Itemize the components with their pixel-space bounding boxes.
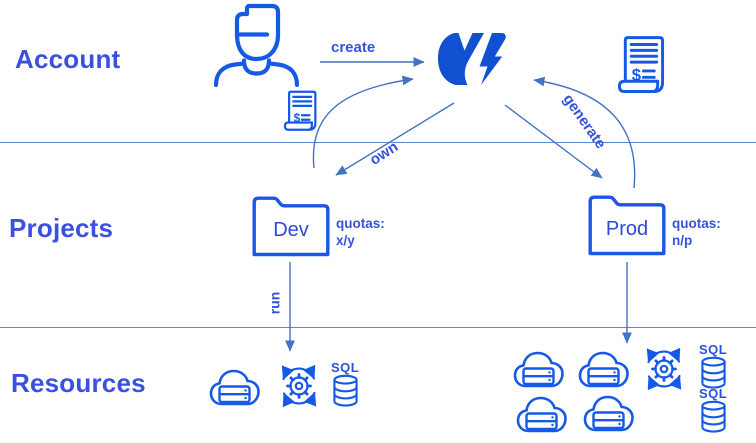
- sql-label: SQL: [331, 360, 360, 375]
- database-cylinder-icon: [700, 356, 726, 389]
- quotas-value-prod: n/p: [672, 233, 693, 248]
- database-cylinder-icon: [332, 374, 358, 407]
- sql-database-icon: SQL: [699, 342, 728, 389]
- brand-logo-icon: [438, 33, 506, 85]
- band-label-account: Account: [15, 44, 121, 74]
- run-label: run: [266, 291, 283, 315]
- quotas-prod: quotas: n/p: [672, 215, 721, 249]
- sql-database-icon: SQL: [331, 360, 360, 407]
- invoice-icon-prod: $: [617, 36, 665, 93]
- cloud-server-icon: [513, 351, 564, 388]
- project-name-dev: Dev: [273, 218, 309, 241]
- band-divider-account-projects: [0, 142, 756, 143]
- project-name-prod: Prod: [605, 217, 649, 240]
- cloud-server-icon: [516, 396, 567, 433]
- sql-database-icon: SQL: [699, 386, 728, 433]
- gear-cycle-icon: [641, 346, 687, 392]
- project-folder-prod: Prod: [588, 195, 666, 257]
- band-label-resources: Resources: [11, 368, 146, 398]
- invoice-icon-dev: $: [283, 90, 317, 131]
- create-label: create: [331, 39, 376, 56]
- sql-label: SQL: [699, 342, 728, 357]
- person-icon: [213, 3, 300, 87]
- quotas-label-dev: quotas:: [336, 216, 385, 231]
- invoice-currency-symbol: $: [632, 65, 642, 84]
- sql-label: SQL: [699, 386, 728, 401]
- quotas-value-dev: x/y: [336, 233, 355, 248]
- cloud-server-icon: [209, 369, 260, 406]
- cloud-server-icon: [578, 351, 629, 388]
- gear-cycle-icon: [276, 363, 322, 409]
- band-divider-projects-resources: [0, 327, 756, 328]
- project-folder-dev: Dev: [252, 196, 330, 258]
- quotas-label-prod: quotas:: [672, 216, 721, 231]
- invoice-currency-symbol: $: [294, 112, 301, 125]
- own-arrow-dev: [335, 102, 455, 176]
- band-label-projects: Projects: [9, 213, 114, 243]
- quotas-dev: quotas: x/y: [336, 215, 385, 249]
- generate-arrow-dev: [312, 75, 414, 169]
- database-cylinder-icon: [700, 400, 726, 433]
- cloud-server-icon: [583, 395, 634, 432]
